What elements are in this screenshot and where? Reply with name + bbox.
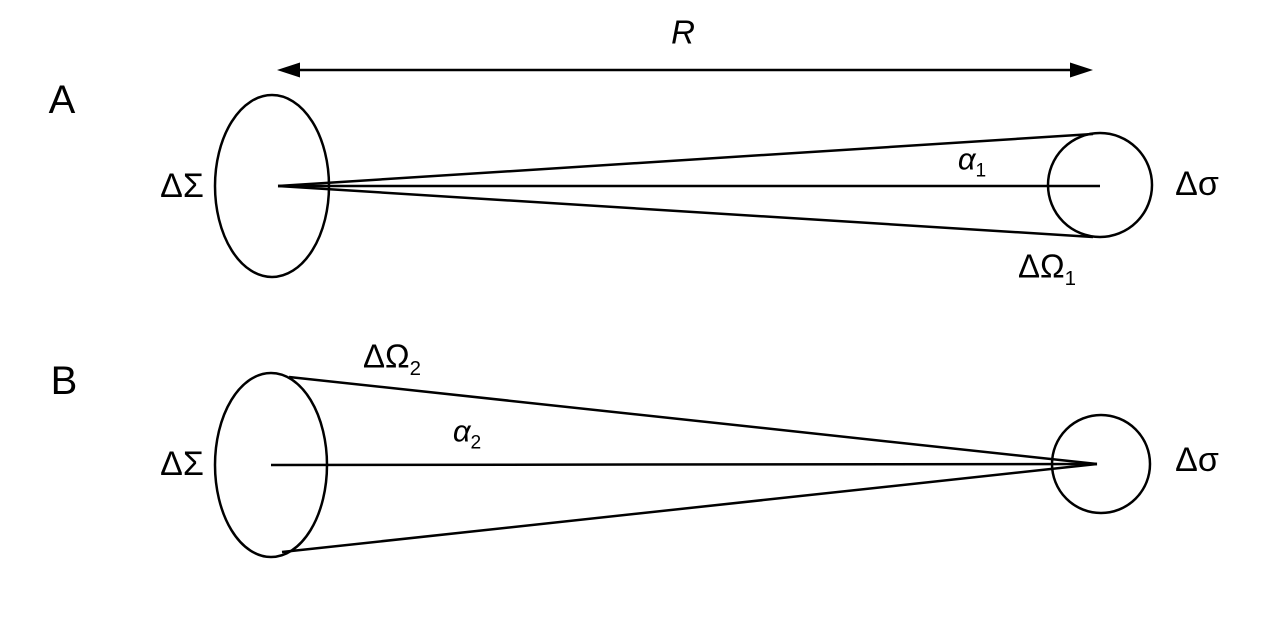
panel-b-geometry (213, 371, 1152, 559)
panel-b-axis-line (270, 462, 1098, 467)
panel-b-alpha-symbol: α (452, 413, 471, 449)
panel-b-target-label: Δσ (1175, 441, 1219, 479)
panel-a-lower-ray (277, 184, 1094, 239)
panel-a-alpha-subscript: 1 (975, 160, 987, 182)
panel-a-omega-symbol: ΔΩ (1017, 247, 1065, 285)
panel-b-angle-label: α2 (452, 413, 481, 453)
distance-arrow (277, 62, 1093, 78)
panel-a-source-label: ΔΣ (160, 167, 204, 205)
panel-a-target-label: Δσ (1175, 165, 1219, 203)
panel-a-label: A (48, 78, 76, 122)
panel-b-source-label: ΔΣ (160, 445, 204, 483)
panel-a-upper-ray (277, 132, 1094, 188)
panel-b-solid-angle-label: ΔΩ2 (362, 337, 421, 379)
panel-b-omega-subscript: 2 (409, 357, 422, 381)
panel-a-angle-label: α1 (957, 141, 986, 181)
panel-b-lower-ray (281, 462, 1098, 554)
panel-b-label: B (50, 359, 78, 403)
panel-b-alpha-subscript: 2 (470, 432, 482, 454)
panel-a-solid-angle-label: ΔΩ1 (1017, 247, 1076, 289)
panel-b-omega-symbol: ΔΩ (362, 337, 410, 375)
panel-a-geometry (213, 93, 1154, 279)
distance-label: R (671, 13, 695, 51)
panel-b-upper-ray (288, 375, 1098, 466)
panel-a-omega-subscript: 1 (1064, 267, 1077, 291)
panel-a-alpha-symbol: α (957, 141, 976, 177)
arrowhead-left-icon (277, 62, 300, 78)
arrowhead-right-icon (1070, 62, 1093, 78)
